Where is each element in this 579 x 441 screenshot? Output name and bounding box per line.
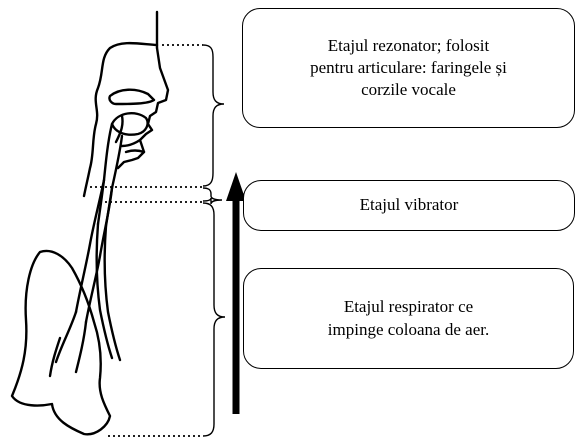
resonator-stage-label-line1: Etajul rezonator; folosit [310,35,507,57]
resonator-stage-label-line3: corzile vocale [310,79,507,101]
respiratory-stage-box: Etajul respirator ce impinge coloana de … [243,268,574,369]
vibrator-stage-box: Etajul vibrator [243,180,575,231]
resonator-stage-box: Etajul rezonator; folosit pentru articul… [242,8,575,128]
vocal-tract-sketch [12,12,168,434]
stage-separators [90,45,203,436]
resonator-stage-label-line2: pentru articulare: faringele și [310,57,507,79]
brace-vibrator [203,188,222,204]
vibrator-stage-label: Etajul vibrator [360,194,459,216]
respiratory-stage-label-line1: Etajul respirator ce [328,296,489,318]
stage-braces [203,45,225,436]
brace-resonator [203,45,224,186]
brace-respiratory [203,203,225,436]
respiratory-stage-label-line2: impinge coloana de aer. [328,319,489,341]
